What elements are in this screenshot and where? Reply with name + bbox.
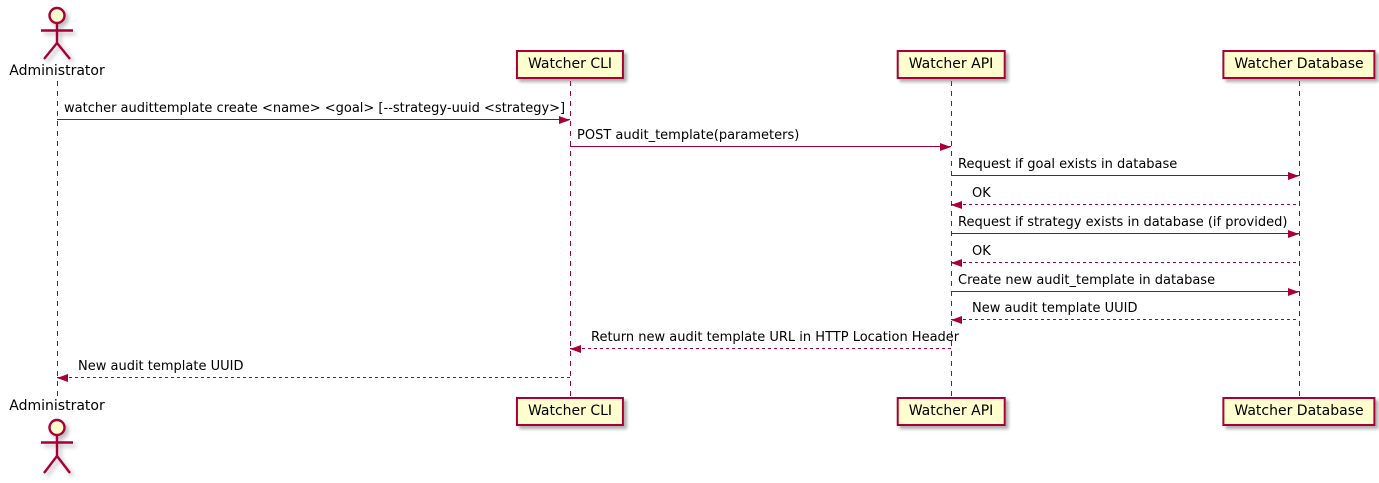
arrowhead-icon bbox=[1288, 229, 1299, 238]
message-label: watcher audittemplate create <name> <goa… bbox=[64, 101, 566, 116]
lifeline-watcher-api bbox=[951, 81, 952, 397]
arrowhead-icon bbox=[940, 142, 951, 151]
participant-watcher-database-bottom: Watcher Database bbox=[1222, 397, 1376, 426]
message-line bbox=[951, 319, 1299, 320]
participant-watcher-cli-top: Watcher CLI bbox=[515, 50, 625, 79]
arrowhead-icon bbox=[951, 315, 962, 324]
message-label: Request if goal exists in database bbox=[958, 157, 1178, 172]
message-line bbox=[951, 262, 1299, 263]
arrowhead-icon bbox=[559, 115, 570, 124]
message-line bbox=[951, 291, 1299, 292]
message-label: Return new audit template URL in HTTP Lo… bbox=[591, 330, 960, 345]
message-line bbox=[951, 175, 1299, 176]
message-line bbox=[570, 348, 951, 349]
message-label: POST audit_template(parameters) bbox=[577, 128, 800, 143]
lifeline-watcher-cli bbox=[570, 81, 571, 397]
message-label: New audit template UUID bbox=[78, 359, 244, 374]
message-line bbox=[951, 233, 1299, 234]
actor-label-top: Administrator bbox=[9, 63, 105, 79]
arrowhead-icon bbox=[1288, 171, 1299, 180]
arrowhead-icon bbox=[570, 344, 581, 353]
message-label: Create new audit_template in database bbox=[958, 273, 1216, 288]
message-line bbox=[57, 377, 570, 378]
arrowhead-icon bbox=[1288, 287, 1299, 296]
message-label: New audit template UUID bbox=[972, 301, 1138, 316]
actor-label-bottom: Administrator bbox=[9, 398, 105, 414]
actor-icon bbox=[41, 6, 73, 60]
participant-watcher-database-top: Watcher Database bbox=[1222, 50, 1376, 79]
participant-watcher-api-top: Watcher API bbox=[896, 50, 1006, 79]
message-label: Request if strategy exists in database (… bbox=[958, 215, 1288, 230]
arrowhead-icon bbox=[951, 258, 962, 267]
message-line bbox=[951, 204, 1299, 205]
participant-watcher-cli-bottom: Watcher CLI bbox=[515, 397, 625, 426]
message-line bbox=[57, 119, 570, 120]
arrowhead-icon bbox=[951, 200, 962, 209]
lifeline-watcher-database bbox=[1299, 81, 1300, 397]
message-label: OK bbox=[972, 186, 991, 201]
actor-icon bbox=[41, 418, 73, 474]
lifeline-administrator bbox=[57, 81, 58, 397]
message-line bbox=[570, 146, 951, 147]
arrowhead-icon bbox=[57, 373, 68, 382]
participant-watcher-api-bottom: Watcher API bbox=[896, 397, 1006, 426]
message-label: OK bbox=[972, 244, 991, 259]
